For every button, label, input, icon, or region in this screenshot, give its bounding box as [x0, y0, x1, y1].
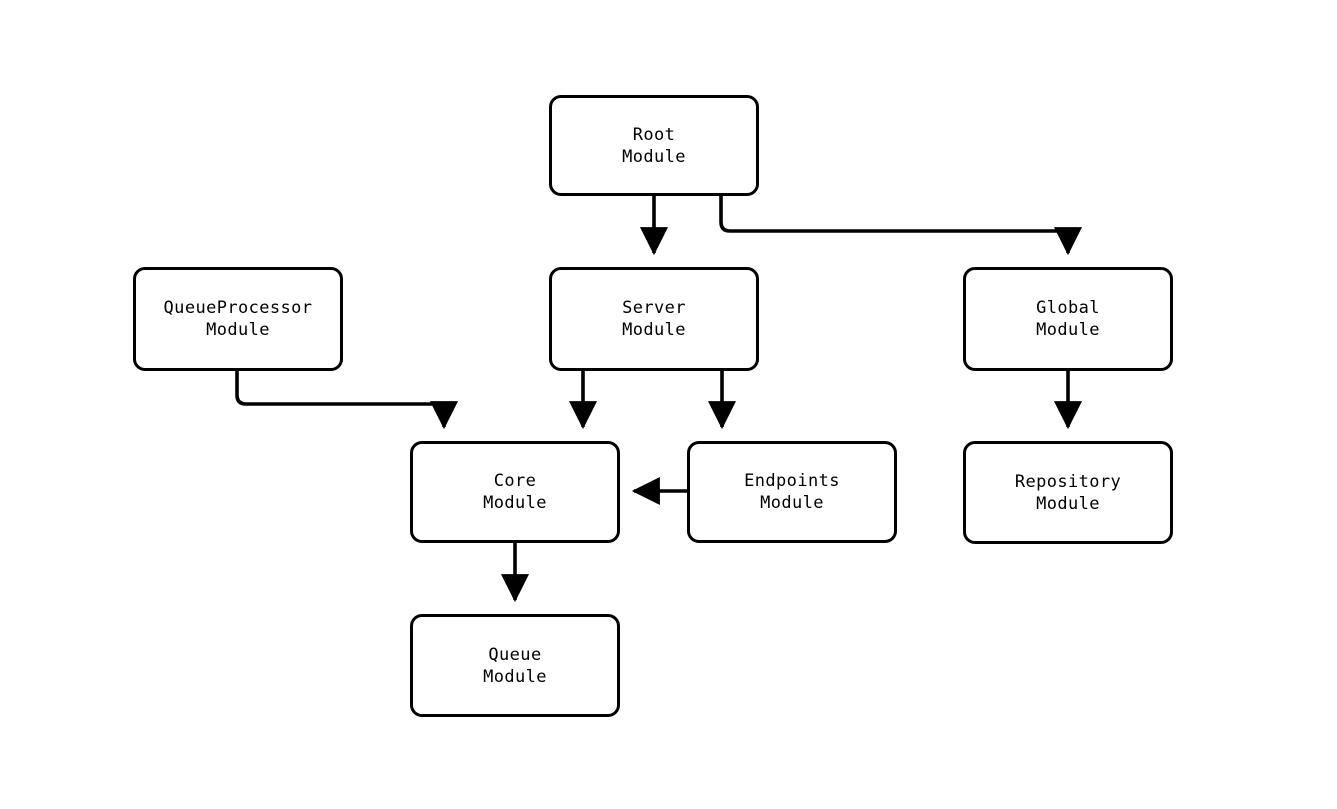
edges-group [235, 196, 1083, 603]
node-label-primary: Global [1036, 298, 1100, 318]
node-label-primary: Root [632, 124, 676, 145]
node-label-secondary: Module [483, 666, 547, 687]
node-label-primary: Core [493, 471, 537, 491]
edge-root-to-global [719, 196, 1083, 256]
node-label-secondary: Module [206, 320, 270, 340]
node-label-secondary: Module [1036, 320, 1100, 340]
node-label-primary: Server [622, 298, 686, 318]
node-label-primary: Endpoints [744, 471, 840, 491]
edge-queueprocessor-to-core [235, 371, 459, 430]
node-label-primary: Repository [1014, 471, 1122, 492]
node-label-secondary: Module [760, 493, 824, 513]
node-label-primary: Queue [488, 644, 542, 665]
node-label-secondary: Module [622, 320, 686, 340]
node-label-secondary: Module [483, 493, 547, 513]
node-label-secondary: Module [622, 146, 686, 167]
node-label-secondary: Module [1036, 493, 1100, 514]
node-label-primary: QueueProcessor [163, 298, 313, 318]
